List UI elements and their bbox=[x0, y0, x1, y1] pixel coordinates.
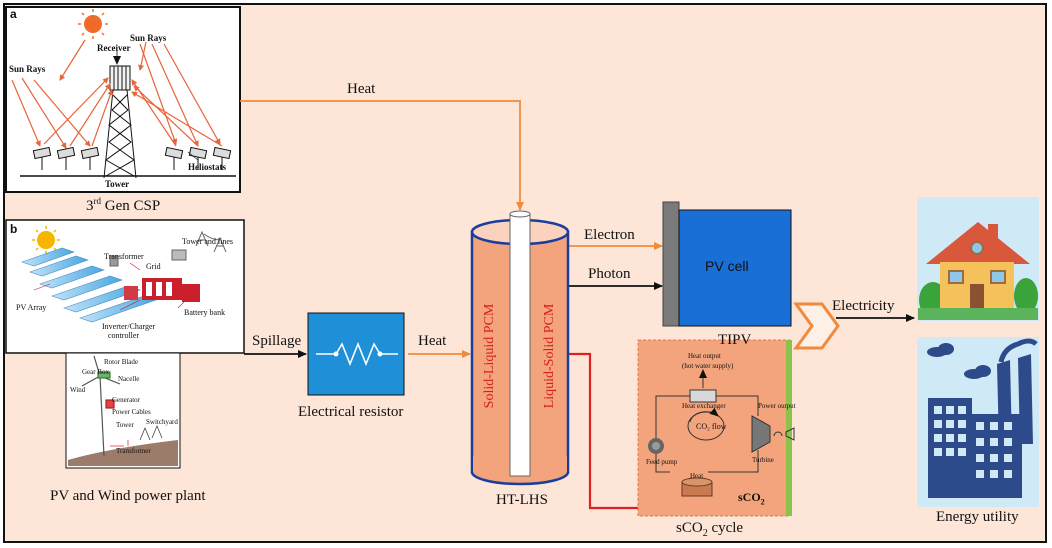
tank-caption: HT-LHS bbox=[496, 492, 548, 508]
tank-left-label: Solid-Liquid PCM bbox=[482, 303, 497, 409]
panel-wind bbox=[65, 352, 181, 469]
panel-b-letter: b bbox=[10, 222, 18, 236]
power-cables-label: Power Cables bbox=[112, 408, 151, 416]
sun-rays bbox=[11, 39, 223, 149]
tower-and-lines-icon bbox=[109, 230, 227, 267]
electricity-chevron bbox=[793, 302, 840, 350]
pv-array-label: PV Array bbox=[16, 303, 47, 312]
energy-utility-caption: Energy utility bbox=[936, 509, 1019, 525]
feed-pump-icon bbox=[648, 438, 664, 454]
pv-label-pointers bbox=[33, 262, 185, 311]
feed-pump-label: Feed pump bbox=[646, 458, 678, 466]
house-icon bbox=[917, 197, 1039, 321]
csp-caption: 3rd Gen CSP bbox=[86, 196, 161, 214]
sco2-caption: sCO2 cycle bbox=[676, 520, 744, 539]
rotor-blade-label: Rotor Blade bbox=[104, 358, 139, 366]
turbine-label: Turbine bbox=[752, 456, 774, 464]
resistor-caption: Electrical resistor bbox=[298, 404, 404, 420]
heater-icon bbox=[681, 477, 713, 497]
power-output-label: Power output bbox=[758, 402, 796, 410]
heliostats-label: Heliostats bbox=[188, 162, 226, 172]
resistor-icon bbox=[307, 312, 405, 396]
wind-tower-label: Tower bbox=[116, 421, 134, 429]
sun-icon bbox=[78, 9, 108, 39]
sun-rays-right-label: Sun Rays bbox=[130, 33, 167, 43]
heat-mid-label: Heat bbox=[418, 333, 447, 349]
pv-wind-caption: PV and Wind power plant bbox=[50, 488, 206, 504]
spillage-label: Spillage bbox=[252, 333, 302, 349]
tank-right-label: Liquid-Solid PCM bbox=[542, 303, 557, 409]
pv-cell-label: PV cell bbox=[705, 258, 749, 274]
electricity-label: Electricity bbox=[832, 298, 895, 314]
sun-icon bbox=[32, 226, 60, 254]
heat-label: Heat bbox=[690, 472, 704, 480]
heat-arrow-top bbox=[240, 100, 524, 211]
turbine-icon bbox=[751, 415, 795, 453]
battery-bank-icon bbox=[124, 278, 200, 302]
sun-rays-left-label: Sun Rays bbox=[9, 64, 46, 74]
heliostats-icon bbox=[20, 146, 236, 177]
pv-array-icon bbox=[21, 247, 157, 323]
inverter-label: Inverter/Charger bbox=[102, 322, 156, 331]
panel-a-letter: a bbox=[10, 7, 17, 21]
wind-transformer-label: Transformer bbox=[116, 447, 151, 455]
hot-water-label: (hot water supply) bbox=[682, 362, 734, 370]
wind-turbine-icon bbox=[81, 355, 121, 457]
gear-box-label: Gear Box bbox=[82, 368, 110, 376]
receiver-label: Receiver bbox=[97, 43, 131, 53]
electron-label: Electron bbox=[584, 227, 635, 243]
co2-flow-icon bbox=[687, 407, 725, 441]
heat-top-label: Heat bbox=[347, 81, 376, 97]
wind-label: Wind bbox=[70, 386, 86, 394]
sco2-cycle bbox=[637, 339, 795, 517]
panel-a-csp bbox=[5, 6, 241, 193]
grid-label: Grid bbox=[146, 262, 161, 271]
tower-lines-label: Tower and lines bbox=[182, 237, 233, 246]
photon-label: Photon bbox=[588, 266, 631, 282]
ht-lhs-tank bbox=[470, 210, 570, 486]
csp-tower-icon bbox=[103, 65, 137, 179]
heat-exchanger-label: Heat exchanger bbox=[682, 402, 726, 410]
generator-label: Generator bbox=[112, 396, 140, 404]
tower-label: Tower bbox=[105, 179, 130, 189]
heat-output-label: Heat output bbox=[688, 352, 721, 360]
switchyard-icon bbox=[110, 424, 163, 447]
pv-cell bbox=[662, 201, 792, 327]
tipv-caption: TIPV bbox=[718, 332, 752, 348]
transformer-label: Transformer bbox=[104, 252, 144, 261]
nacelle-label: Nacelle bbox=[118, 375, 140, 383]
battery-bank-label: Battery bank bbox=[184, 308, 226, 317]
factory-icon bbox=[917, 337, 1039, 507]
switchyard-label: Switchyard bbox=[146, 418, 178, 426]
controller-label: controller bbox=[108, 331, 140, 340]
sco2-corner-label: sCO2 bbox=[738, 490, 765, 507]
co2-flow-label: CO₂ flow bbox=[696, 422, 727, 431]
